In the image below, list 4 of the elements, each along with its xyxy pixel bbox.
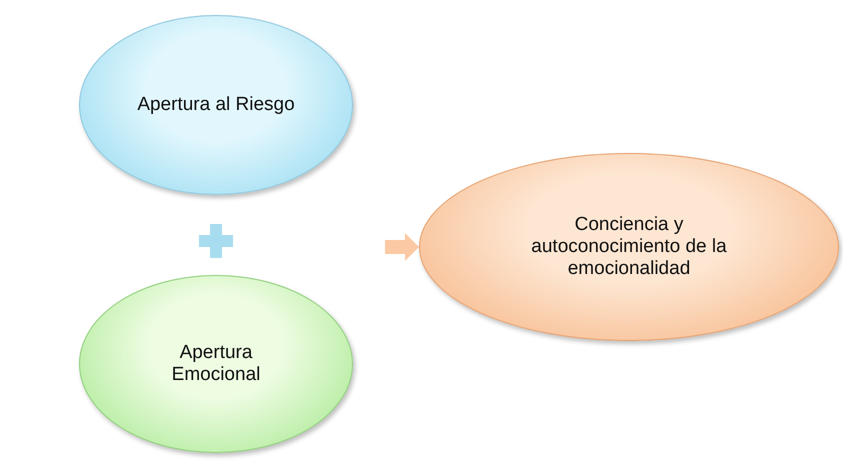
- block-arrow: [385, 233, 419, 261]
- node-label: Apertura al Riesgo: [137, 94, 295, 116]
- node-label: Conciencia y autoconocimiento de la emocionalidad: [530, 214, 728, 280]
- node-label: Apertura Emocional: [170, 342, 262, 386]
